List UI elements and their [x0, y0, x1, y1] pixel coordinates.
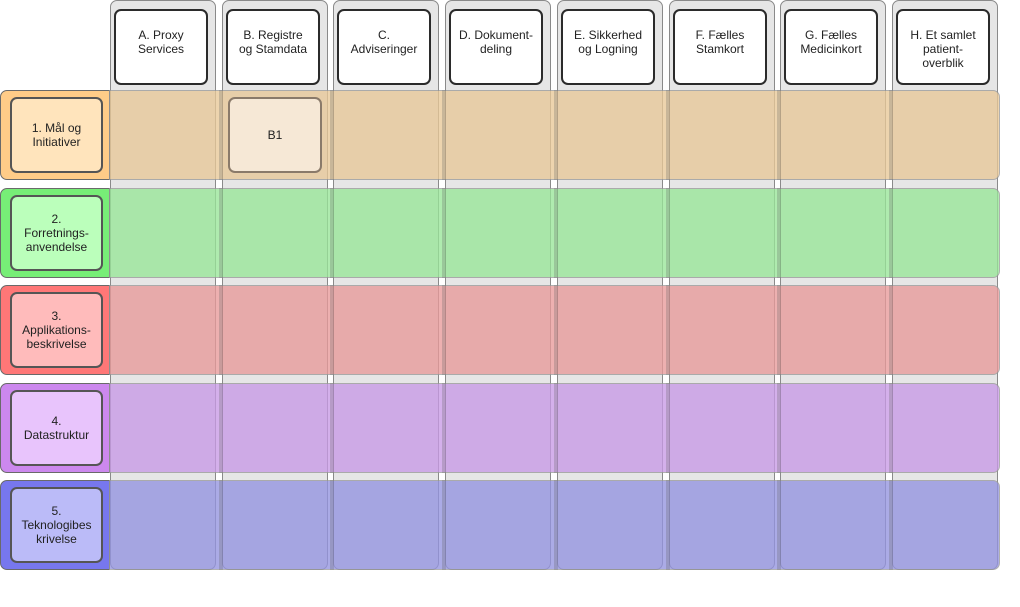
column-divider [330, 480, 334, 570]
column-divider [219, 383, 223, 473]
column-divider [219, 188, 223, 278]
column-header-label: C. Adviseringer [350, 28, 418, 56]
column-divider [554, 188, 558, 278]
row-band [109, 285, 1000, 375]
column-header-label: H. Et samlet patient- overblik [910, 28, 976, 70]
column-divider [442, 90, 446, 180]
column-header: H. Et samlet patient- overblik [896, 9, 990, 85]
column-divider [219, 90, 223, 180]
cell-label: B1 [267, 128, 283, 142]
column-divider [889, 480, 893, 570]
row-label: 1. Mål og Initiativer [10, 97, 103, 173]
column-divider [666, 285, 670, 375]
row-label-text: 1. Mål og Initiativer [31, 121, 82, 149]
column-header-label: D. Dokument- deling [458, 28, 534, 56]
column-divider [554, 383, 558, 473]
row-label: 5. Teknologibes krivelse [10, 487, 103, 563]
column-divider [554, 90, 558, 180]
column-divider [777, 188, 781, 278]
column-divider [889, 285, 893, 375]
column-divider [666, 90, 670, 180]
column-header: G. Fælles Medicinkort [784, 9, 878, 85]
row-label: 3. Applikations- beskrivelse [10, 292, 103, 368]
column-divider [666, 480, 670, 570]
column-divider [777, 480, 781, 570]
column-header: B. Registre og Stamdata [226, 9, 320, 85]
column-divider [219, 285, 223, 375]
row-label: 2. Forretnings- anvendelse [10, 195, 103, 271]
column-header-label: F. Fælles Stamkort [695, 28, 745, 56]
column-header-label: G. Fælles Medicinkort [800, 28, 862, 56]
column-divider [442, 285, 446, 375]
column-divider [442, 383, 446, 473]
row-band [109, 480, 1000, 570]
column-divider [330, 383, 334, 473]
row-label-text: 3. Applikations- beskrivelse [22, 309, 91, 351]
row-label-text: 5. Teknologibes krivelse [21, 504, 92, 546]
column-divider [330, 285, 334, 375]
column-divider [554, 285, 558, 375]
column-header-label: E. Sikkerhed og Logning [573, 28, 643, 56]
column-header: A. Proxy Services [114, 9, 208, 85]
column-divider [442, 480, 446, 570]
row-band [109, 383, 1000, 473]
row-label-text: 2. Forretnings- anvendelse [24, 212, 89, 254]
column-divider [889, 90, 893, 180]
row-label-text: 4. Datastruktur [23, 414, 90, 442]
cell-box: B1 [228, 97, 322, 173]
column-divider [777, 383, 781, 473]
column-header-label: A. Proxy Services [137, 28, 184, 56]
column-header-label: B. Registre og Stamdata [238, 28, 308, 56]
column-divider [554, 480, 558, 570]
column-divider [442, 188, 446, 278]
column-divider [330, 90, 334, 180]
column-divider [777, 90, 781, 180]
column-divider [330, 188, 334, 278]
column-divider [666, 383, 670, 473]
column-header: E. Sikkerhed og Logning [561, 9, 655, 85]
column-header: C. Adviseringer [337, 9, 431, 85]
column-divider [219, 480, 223, 570]
column-divider [889, 383, 893, 473]
row-band [109, 188, 1000, 278]
column-header: D. Dokument- deling [449, 9, 543, 85]
column-divider [777, 285, 781, 375]
row-label: 4. Datastruktur [10, 390, 103, 466]
column-divider [889, 188, 893, 278]
column-header: F. Fælles Stamkort [673, 9, 767, 85]
column-divider [666, 188, 670, 278]
